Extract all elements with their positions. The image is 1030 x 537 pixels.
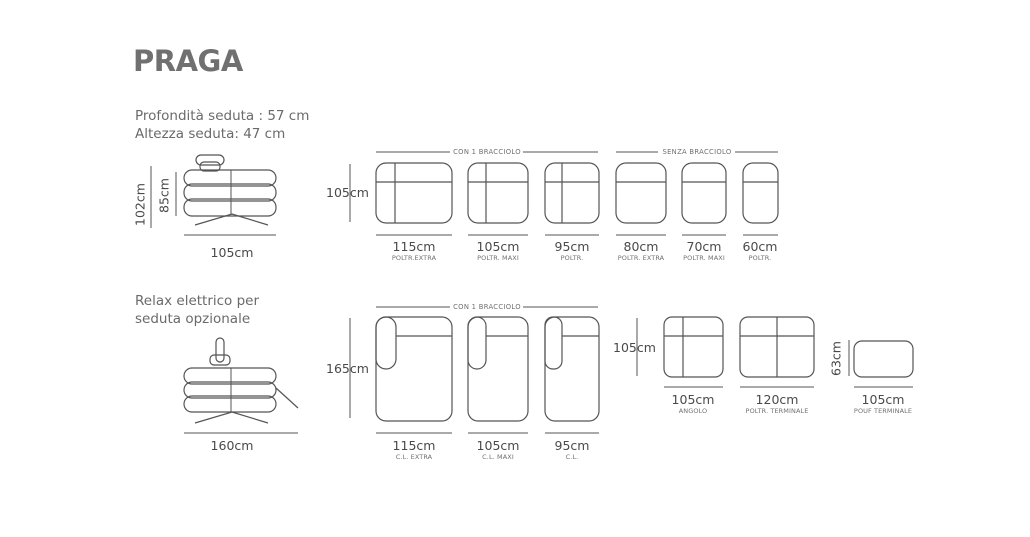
spec-seat-height: Altezza seduta: 47 cm: [135, 126, 286, 142]
row1-group-with-arm: CON 1 BRACCIOLO: [453, 148, 521, 156]
row1-module-width: 70cm: [686, 239, 722, 254]
page-title: PRAGA: [133, 44, 243, 78]
spec-seat-depth: Profondità seduta : 57 cm: [135, 108, 310, 124]
pouf-name: POUF TERMINALE: [853, 407, 913, 415]
row1-module-width: 80cm: [623, 239, 659, 254]
row2-group-with-arm: CON 1 BRACCIOLO: [453, 303, 521, 311]
row2-module-name: C.L. EXTRA: [395, 453, 433, 461]
pouf-drawing: [848, 340, 914, 388]
row1-module-name: POLTR.: [560, 254, 584, 262]
row1-module-name: POLTR.: [748, 254, 772, 262]
row1-module-width: 60cm: [742, 239, 778, 254]
side-view-sofa: [150, 154, 277, 236]
row1-module-width: 115cm: [392, 239, 436, 254]
row2-module-width: 115cm: [392, 438, 436, 453]
row1-drawing: [349, 151, 779, 236]
corner-drawing: [636, 316, 815, 388]
side-width-top: 105cm: [210, 245, 254, 260]
row1-group-no-arm: SENZA BRACCIOLO: [662, 148, 732, 156]
corner-module-name: POLTR. TERMINALE: [745, 407, 809, 415]
spec-relax-line1: Relax elettrico per: [135, 293, 260, 309]
row1-module-name: POLTR. EXTRA: [617, 254, 665, 262]
side-width-bottom: 160cm: [210, 438, 254, 453]
row2-module-name: C.L. MAXI: [482, 453, 514, 461]
corner-module-width: 120cm: [755, 392, 799, 407]
corner-module-width: 105cm: [671, 392, 715, 407]
row1-module-name: POLTR.EXTRA: [391, 254, 437, 262]
row1-height: 105cm: [326, 185, 369, 200]
corner-height: 105cm: [613, 340, 656, 355]
row2-drawing: [349, 306, 600, 434]
row2-height: 165cm: [326, 361, 369, 376]
pouf-width: 105cm: [861, 392, 905, 407]
row2-module-width: 105cm: [476, 438, 520, 453]
spec-relax-line2: seduta opzionale: [135, 311, 251, 327]
side-height-back: 85cm: [156, 178, 172, 213]
row1-module-name: POLTR. MAXI: [477, 254, 519, 262]
side-view-relax: [183, 337, 299, 434]
row1-module-name: POLTR. MAXI: [683, 254, 725, 262]
row2-module-width: 95cm: [554, 438, 590, 453]
row1-module-width: 95cm: [554, 239, 590, 254]
row1-module-width: 105cm: [476, 239, 520, 254]
pouf-height: 63cm: [828, 341, 844, 376]
corner-module-name: ANGOLO: [678, 407, 708, 415]
row2-module-name: C.L.: [565, 453, 579, 461]
side-height-total: 102cm: [132, 183, 148, 226]
